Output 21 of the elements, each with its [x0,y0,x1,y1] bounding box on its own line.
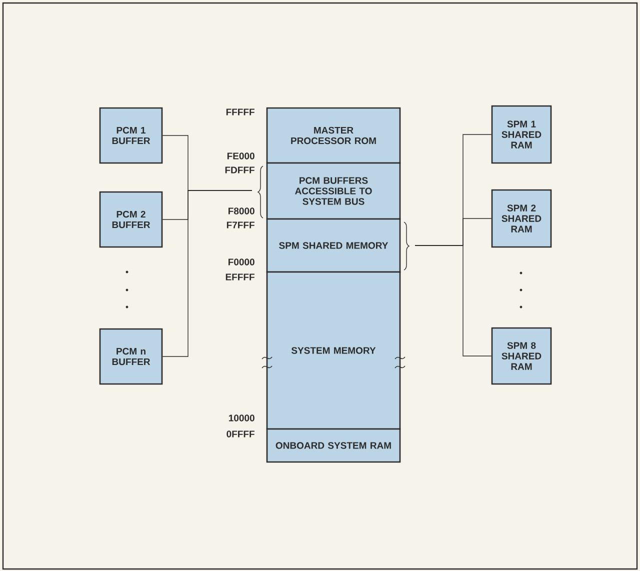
connector-line [414,245,492,356]
address-label: EFFFF [226,274,254,280]
address-label: F7FFF [226,222,254,228]
memory-region: ONBOARD SYSTEM RAM [266,428,401,463]
address-label: 10000 [228,414,254,422]
connector-line [162,190,252,357]
address-label: 0FFFF [226,430,254,438]
address-label: F0000 [228,258,254,266]
ram-box: SPM 2 SHARED RAM [491,189,552,248]
buffer-box: PCM n BUFFER [99,328,163,385]
address-label: FDFFF [225,166,254,174]
ram-box: SPM 1 SHARED RAM [491,105,552,164]
address-label: F8000 [228,208,254,214]
memory-region: PCM BUFFERS ACCESSIBLE TO SYSTEM BUS [266,162,401,220]
memory-region: SPM SHARED MEMORY [266,218,401,273]
buffer-box: PCM 2 BUFFER [99,191,163,248]
ram-box: SPM 8 SHARED RAM [491,327,552,385]
buffer-box: PCM 1 BUFFER [99,107,163,164]
memory-region: MASTER PROCESSOR ROM [266,107,401,164]
address-label: FFFFF [226,108,254,116]
address-label: FE000 [227,152,254,160]
